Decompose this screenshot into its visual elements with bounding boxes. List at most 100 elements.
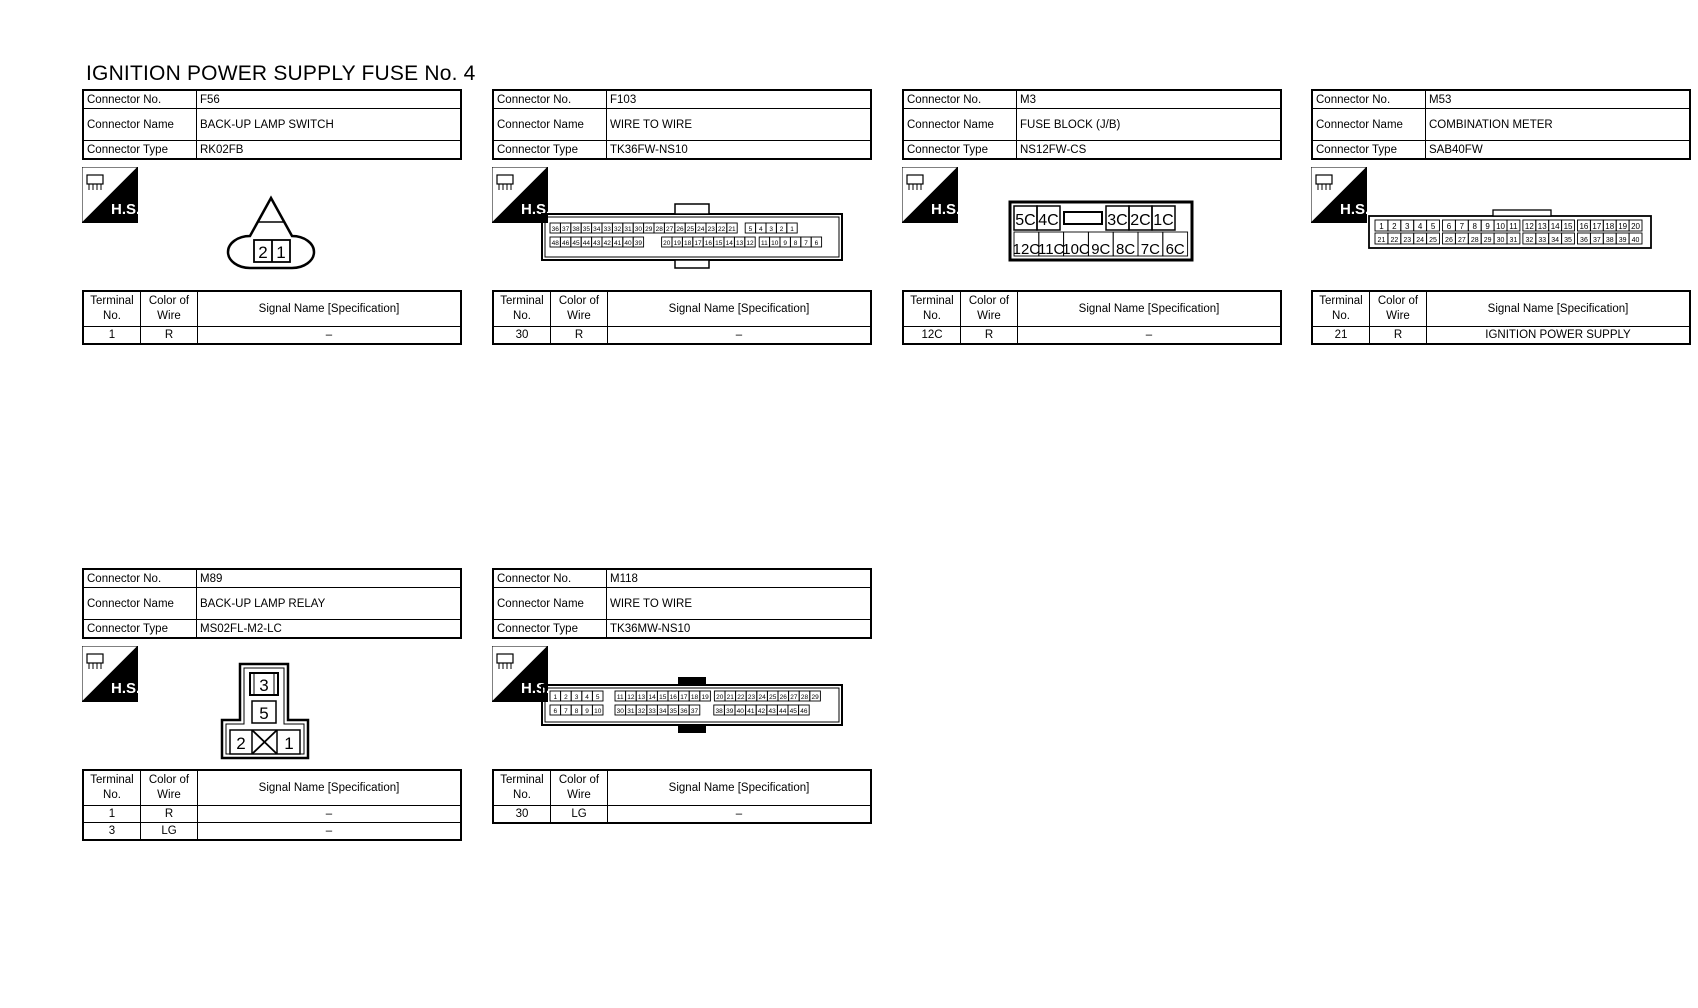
pin-label: 37 — [562, 226, 570, 233]
pin-label: 22 — [737, 694, 745, 701]
pin-label: 29 — [1484, 237, 1492, 244]
harness-side-icon: H.S. — [492, 646, 548, 702]
pin-cell — [1561, 232, 1575, 245]
pin-label: 44 — [583, 240, 591, 247]
connector-type-value: SAB40FW — [1425, 140, 1691, 160]
pin-label: 5 — [1431, 222, 1436, 231]
pin-label: 19 — [674, 240, 682, 247]
pin-label: 2 — [258, 243, 267, 262]
pin-cell — [1162, 231, 1189, 257]
pin-label: 6 — [1447, 222, 1452, 231]
pin-label: 11C — [1038, 241, 1065, 258]
pin-cell — [1426, 219, 1440, 232]
color-cell: R — [140, 326, 198, 345]
connector-type-label: Connector Type — [902, 140, 1017, 160]
pin-label: 17 — [1592, 222, 1601, 231]
pin-label: 42 — [758, 708, 766, 715]
pin-cell — [688, 704, 701, 716]
pin-label: 24 — [1416, 237, 1424, 244]
terminal-header: Terminal No. — [902, 290, 961, 327]
connector-name-value: WIRE TO WIRE — [606, 587, 872, 620]
pin-label: 40 — [624, 240, 632, 247]
terminal-header: Terminal No. — [492, 769, 551, 806]
pin-label: 11 — [617, 694, 624, 701]
pin-label: 4C — [1038, 212, 1058, 229]
connector-type-value: RK02FB — [196, 140, 462, 160]
color-header: Color of Wire — [550, 769, 608, 806]
pin-label: 43 — [768, 708, 776, 715]
harness-side-icon: H.S. — [82, 167, 138, 223]
pin-label: 38 — [572, 226, 580, 233]
connector-type-value: TK36FW-NS10 — [606, 140, 872, 160]
connector-diagram: H.S. 2 1 — [82, 160, 462, 290]
pin-label: 27 — [666, 226, 674, 233]
connector-face-f56: 2 1 — [226, 195, 316, 270]
connector-no-value: F56 — [196, 89, 462, 109]
pin-label: 37 — [691, 708, 699, 715]
terminal-cell: 1 — [82, 805, 141, 823]
pin-label: 32 — [638, 708, 646, 715]
pin-label: 15 — [715, 240, 723, 247]
harness-side-icon: H.S. — [902, 167, 958, 223]
pin-cell — [810, 236, 823, 248]
pin-label: 42 — [604, 240, 612, 247]
color-cell: LG — [550, 805, 608, 824]
connector-type-label: Connector Type — [492, 140, 607, 160]
connector-type-value: TK36MW-NS10 — [606, 619, 872, 639]
pin-label: 38 — [1606, 237, 1614, 244]
pin-label: 2C — [1130, 212, 1150, 229]
harness-side-icon: H.S. — [82, 646, 138, 702]
pin-label: 46 — [562, 240, 570, 247]
connector-type-label: Connector Type — [492, 619, 607, 639]
pin-label: 22 — [1390, 237, 1398, 244]
pin-label: 33 — [1538, 237, 1546, 244]
terminal-header: Terminal No. — [82, 290, 141, 327]
pin-label: 32 — [614, 226, 622, 233]
pin-label: 16 — [1579, 222, 1588, 231]
pin-label: 1 — [276, 243, 285, 262]
pin-label: 19 — [1618, 222, 1627, 231]
connector-name-value: FUSE BLOCK (J/B) — [1016, 108, 1282, 141]
pin-label: 8C — [1116, 241, 1135, 258]
pin-label: 34 — [593, 226, 601, 233]
pin-label: 17 — [680, 694, 688, 701]
signal-header: Signal Name [Specification] — [1017, 290, 1282, 327]
page-title: IGNITION POWER SUPPLY FUSE No. 4 — [86, 62, 476, 85]
pin-label: 7 — [804, 240, 808, 247]
connector-name-label: Connector Name — [492, 108, 607, 141]
pin-label: 11 — [1509, 222, 1518, 231]
pin-label: 7 — [564, 708, 568, 715]
connector-name-label: Connector Name — [1311, 108, 1426, 141]
pin-label: 4 — [759, 226, 763, 233]
pin-label: 6 — [553, 708, 557, 715]
pin-label: 39 — [635, 240, 643, 247]
signal-cell: IGNITION POWER SUPPLY — [1426, 326, 1691, 345]
pin-label: 18 — [1605, 222, 1614, 231]
pin-cell — [591, 704, 604, 716]
pin-label: 5 — [749, 226, 753, 233]
pin-label: 27 — [790, 694, 798, 701]
pin-label: 31 — [624, 226, 632, 233]
connector-no-label: Connector No. — [1311, 89, 1426, 109]
connector-no-label: Connector No. — [492, 89, 607, 109]
pin-label: 21 — [1378, 237, 1386, 244]
pin-label: 7 — [1460, 222, 1465, 231]
pin-label: 6 — [815, 240, 819, 247]
connector-name-value: BACK-UP LAMP SWITCH — [196, 108, 462, 141]
pin-label: 24 — [758, 694, 766, 701]
harness-side-icon: H.S. — [1311, 167, 1367, 223]
pin-label: 25 — [687, 226, 695, 233]
